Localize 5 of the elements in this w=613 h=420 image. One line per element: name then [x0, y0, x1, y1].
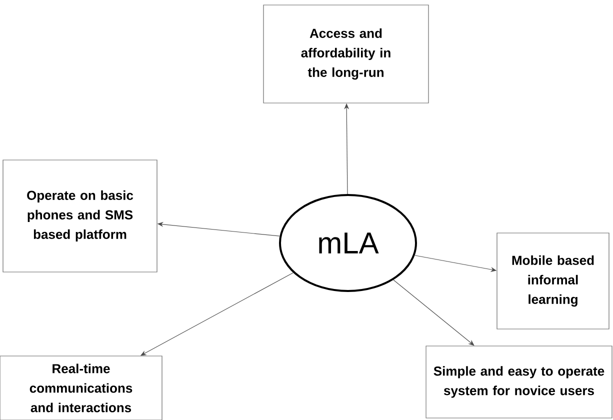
text-box: Simple and easy to operate system for novice users	[426, 346, 612, 418]
text-box: Operate on basic phones and SMS based platform	[2, 160, 158, 272]
text-box: Real-time communications and interactions	[0, 356, 162, 420]
text-box: Mobile based informal learning	[496, 232, 610, 330]
text-box: Access and affordability in the long-run	[263, 4, 429, 104]
